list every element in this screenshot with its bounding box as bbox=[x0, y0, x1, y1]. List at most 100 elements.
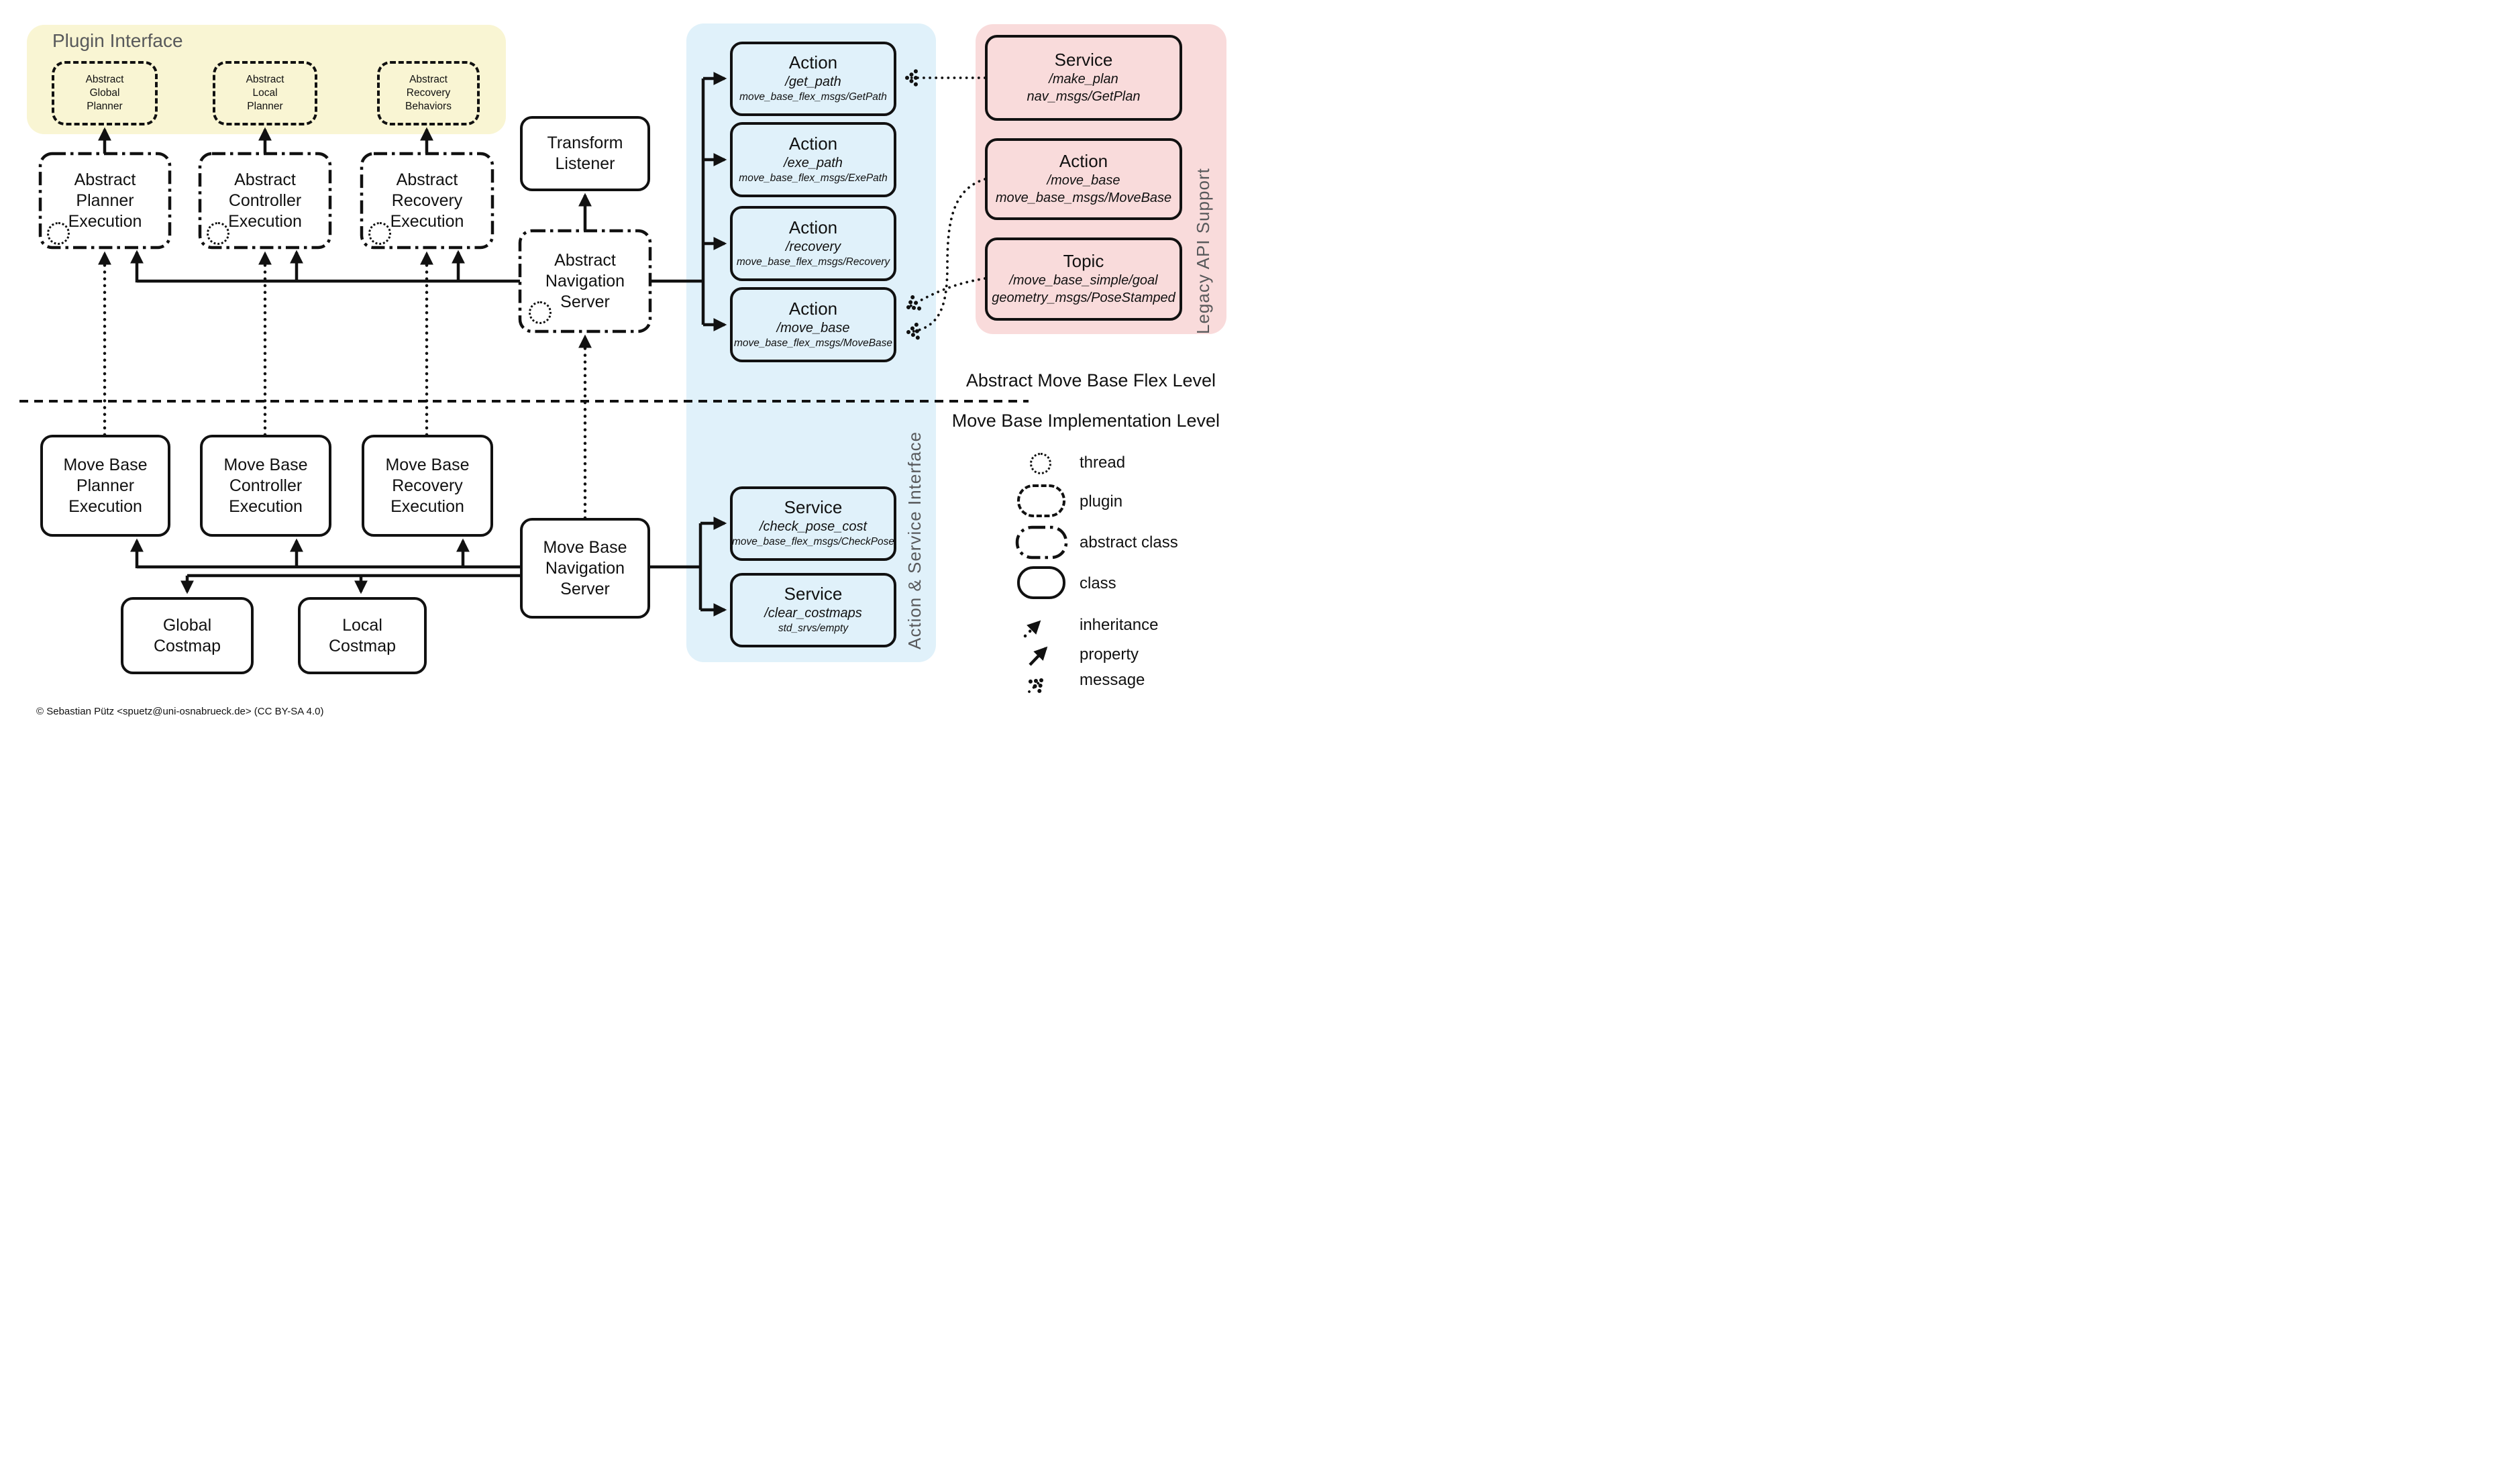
node-topic-name: /make_plan bbox=[1049, 71, 1118, 87]
node-label: Controller bbox=[228, 191, 302, 210]
node-label: Abstract bbox=[246, 74, 284, 86]
legend-inheritance-icon bbox=[1023, 620, 1041, 638]
node-global-costmap: Global Costmap bbox=[121, 597, 254, 674]
node-label: Recovery bbox=[406, 87, 451, 99]
node-topic-name: /move_base bbox=[1047, 172, 1120, 188]
level-label-abstract: Abstract Move Base Flex Level bbox=[965, 370, 1216, 390]
node-label: Local bbox=[252, 87, 278, 99]
node-label: Server bbox=[560, 292, 610, 311]
node-abstract-local-planner: Abstract Local Planner bbox=[213, 61, 317, 125]
node-label: Execution bbox=[390, 496, 464, 516]
node-topic-name: /recovery bbox=[785, 239, 841, 254]
legacy-api-region bbox=[976, 24, 1226, 334]
node-abstract-global-planner: Abstract Global Planner bbox=[52, 61, 158, 125]
node-label: Costmap bbox=[153, 636, 221, 655]
node-label: Execution bbox=[228, 211, 302, 231]
node-action-get-path: Action /get_path move_base_flex_msgs/Get… bbox=[730, 42, 896, 116]
legend-label-message: message bbox=[1080, 671, 1145, 689]
legend-property-icon bbox=[1029, 646, 1048, 666]
node-title: Service bbox=[784, 497, 843, 518]
legend-label-inheritance: inheritance bbox=[1080, 616, 1159, 634]
node-action-move-base: Action /move_base move_base_flex_msgs/Mo… bbox=[730, 287, 896, 362]
node-label: Abstract bbox=[409, 74, 448, 86]
node-title: Action bbox=[788, 52, 838, 73]
node-msg-type: move_base_flex_msgs/Recovery bbox=[736, 256, 890, 268]
legacy-api-support-label: Legacy API Support bbox=[1193, 168, 1213, 334]
node-label: Transform bbox=[547, 134, 623, 152]
legend-message-icon bbox=[1028, 678, 1044, 693]
node-label: Listener bbox=[555, 154, 615, 173]
node-move-base-navigation-server: Move Base Navigation Server bbox=[520, 518, 650, 619]
legend-class-icon bbox=[1017, 566, 1065, 599]
node-move-base-controller-execution: Move Base Controller Execution bbox=[200, 435, 331, 537]
node-legacy-topic-goal: Topic /move_base_simple/goal geometry_ms… bbox=[985, 237, 1182, 321]
node-label: Local bbox=[342, 615, 382, 635]
node-topic-name: /move_base_simple/goal bbox=[1009, 272, 1158, 288]
node-label: Move Base bbox=[385, 455, 470, 474]
node-msg-type: move_base_flex_msgs/ExePath bbox=[739, 172, 888, 184]
node-label: Planner bbox=[247, 100, 283, 112]
node-topic-name: /clear_costmaps bbox=[764, 606, 862, 621]
node-label: Controller bbox=[229, 476, 303, 495]
node-move-base-planner-execution: Move Base Planner Execution bbox=[40, 435, 170, 537]
node-service-check-pose-cost: Service /check_pose_cost move_base_flex_… bbox=[730, 486, 896, 561]
node-legacy-action-move-base: Action /move_base move_base_msgs/MoveBas… bbox=[985, 138, 1182, 220]
legend-label-abstract-class: abstract class bbox=[1080, 533, 1178, 551]
node-topic-name: /get_path bbox=[785, 74, 841, 90]
copyright-note: © Sebastian Pütz <spuetz@uni-osnabrueck.… bbox=[36, 706, 324, 717]
node-label: Execution bbox=[68, 496, 142, 516]
node-title: Action bbox=[1059, 151, 1108, 172]
thread-icon bbox=[368, 222, 391, 245]
node-label: Planner bbox=[76, 191, 134, 210]
node-transform-listener: Transform Listener bbox=[520, 116, 650, 191]
node-legacy-service-make-plan: Service /make_plan nav_msgs/GetPlan bbox=[985, 35, 1182, 121]
action-service-interface-label: Action & Service Interface bbox=[904, 431, 925, 649]
node-label: Planner bbox=[76, 476, 135, 495]
node-label: Recovery bbox=[392, 476, 463, 495]
node-label: Abstract bbox=[85, 74, 124, 86]
legend-label-property: property bbox=[1080, 645, 1139, 664]
diagram-canvas: Plugin Interface Action & Service Interf… bbox=[0, 0, 1257, 742]
legend-label-thread: thread bbox=[1080, 454, 1126, 472]
node-title: Action bbox=[788, 133, 838, 154]
node-label: Behaviors bbox=[405, 100, 452, 112]
node-label: Execution bbox=[229, 496, 303, 516]
thread-icon bbox=[47, 222, 70, 245]
node-msg-type: move_base_msgs/MoveBase bbox=[995, 190, 1172, 205]
node-label: Recovery bbox=[391, 191, 463, 210]
node-label: Costmap bbox=[328, 636, 397, 655]
node-label: Move Base bbox=[63, 455, 148, 474]
node-msg-type: std_srvs/empty bbox=[778, 623, 849, 635]
node-title: Topic bbox=[1063, 251, 1104, 272]
node-msg-type: nav_msgs/GetPlan bbox=[1027, 89, 1141, 104]
legend-label-plugin: plugin bbox=[1080, 492, 1123, 511]
node-label: Abstract bbox=[74, 170, 136, 189]
legend-plugin-icon bbox=[1017, 484, 1065, 517]
node-label: Navigation bbox=[545, 558, 625, 578]
node-topic-name: /exe_path bbox=[784, 155, 843, 170]
node-topic-name: /move_base bbox=[776, 320, 850, 335]
node-label: Planner bbox=[87, 100, 123, 112]
thread-icon bbox=[529, 301, 552, 324]
node-abstract-recovery-behaviors: Abstract Recovery Behaviors bbox=[377, 61, 480, 125]
legend-abstract-class-icon bbox=[1015, 525, 1068, 560]
node-title: Action bbox=[788, 217, 838, 237]
node-label: Abstract bbox=[554, 250, 616, 270]
node-label: Global bbox=[162, 615, 212, 635]
node-msg-type: geometry_msgs/PoseStamped bbox=[992, 290, 1175, 305]
level-label-implementation: Move Base Implementation Level bbox=[951, 411, 1220, 431]
node-msg-type: move_base_flex_msgs/CheckPose bbox=[731, 536, 895, 548]
node-title: Action bbox=[788, 298, 838, 319]
plugin-interface-region bbox=[27, 25, 506, 134]
thread-icon bbox=[207, 222, 229, 245]
node-title: Service bbox=[784, 584, 843, 604]
node-action-recovery: Action /recovery move_base_flex_msgs/Rec… bbox=[730, 206, 896, 281]
legend-label-class: class bbox=[1080, 574, 1116, 592]
node-label: Server bbox=[560, 579, 610, 598]
node-msg-type: move_base_flex_msgs/GetPath bbox=[739, 91, 887, 103]
node-label: Abstract bbox=[396, 170, 458, 189]
node-move-base-recovery-execution: Move Base Recovery Execution bbox=[362, 435, 493, 537]
node-action-exe-path: Action /exe_path move_base_flex_msgs/Exe… bbox=[730, 122, 896, 197]
legend-thread-icon bbox=[1030, 453, 1051, 474]
node-label: Execution bbox=[390, 211, 464, 231]
